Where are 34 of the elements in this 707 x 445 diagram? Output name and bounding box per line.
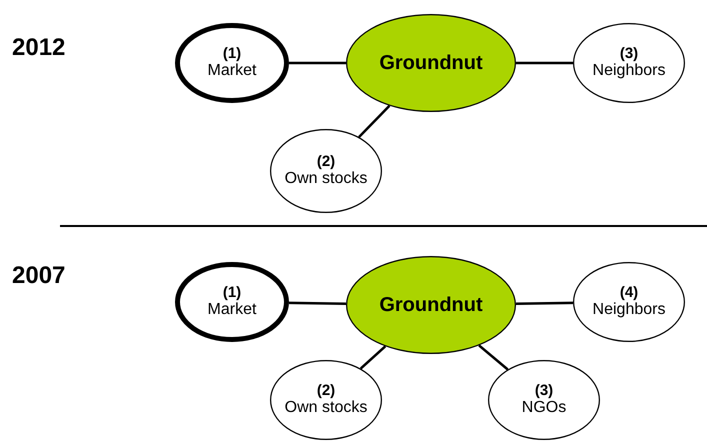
- node-number: (2): [316, 382, 336, 400]
- node-number: (1): [222, 284, 242, 302]
- connector-line: [360, 345, 386, 370]
- connector-line: [358, 104, 390, 138]
- node-label: Own stocks: [284, 399, 368, 418]
- connector-line: [288, 302, 346, 305]
- node-number: (1): [222, 46, 242, 62]
- node-label: NGOs: [522, 399, 566, 418]
- ellipse-node: [488, 360, 600, 440]
- ellipse-node: [573, 23, 685, 103]
- node-label: Market: [208, 62, 256, 80]
- year-label: 2007: [12, 262, 66, 290]
- connector-line: [478, 344, 509, 370]
- connector-line: [516, 62, 573, 64]
- ellipse-node: [270, 360, 382, 440]
- node-number: (3): [620, 46, 638, 62]
- ellipse-node: [175, 262, 289, 342]
- node-number: (3): [534, 382, 554, 400]
- node-title: Groundnut: [379, 52, 483, 74]
- node-number: (4): [620, 284, 638, 302]
- node-label: Market: [208, 301, 256, 320]
- node-title: Groundnut: [379, 294, 483, 316]
- node-number: (2): [316, 154, 336, 170]
- ellipse-node: [573, 262, 685, 342]
- year-label: 2012: [12, 34, 66, 62]
- node-label: Own stocks: [284, 170, 368, 188]
- node-label: Neighbors: [592, 62, 666, 80]
- ellipse-node: [175, 23, 289, 103]
- connector-line: [516, 302, 574, 305]
- connector-line: [289, 62, 346, 64]
- ellipse-node: [346, 256, 516, 354]
- ellipse-node: [270, 129, 382, 213]
- node-label: Neighbors: [592, 301, 666, 320]
- ellipse-node: [346, 14, 516, 112]
